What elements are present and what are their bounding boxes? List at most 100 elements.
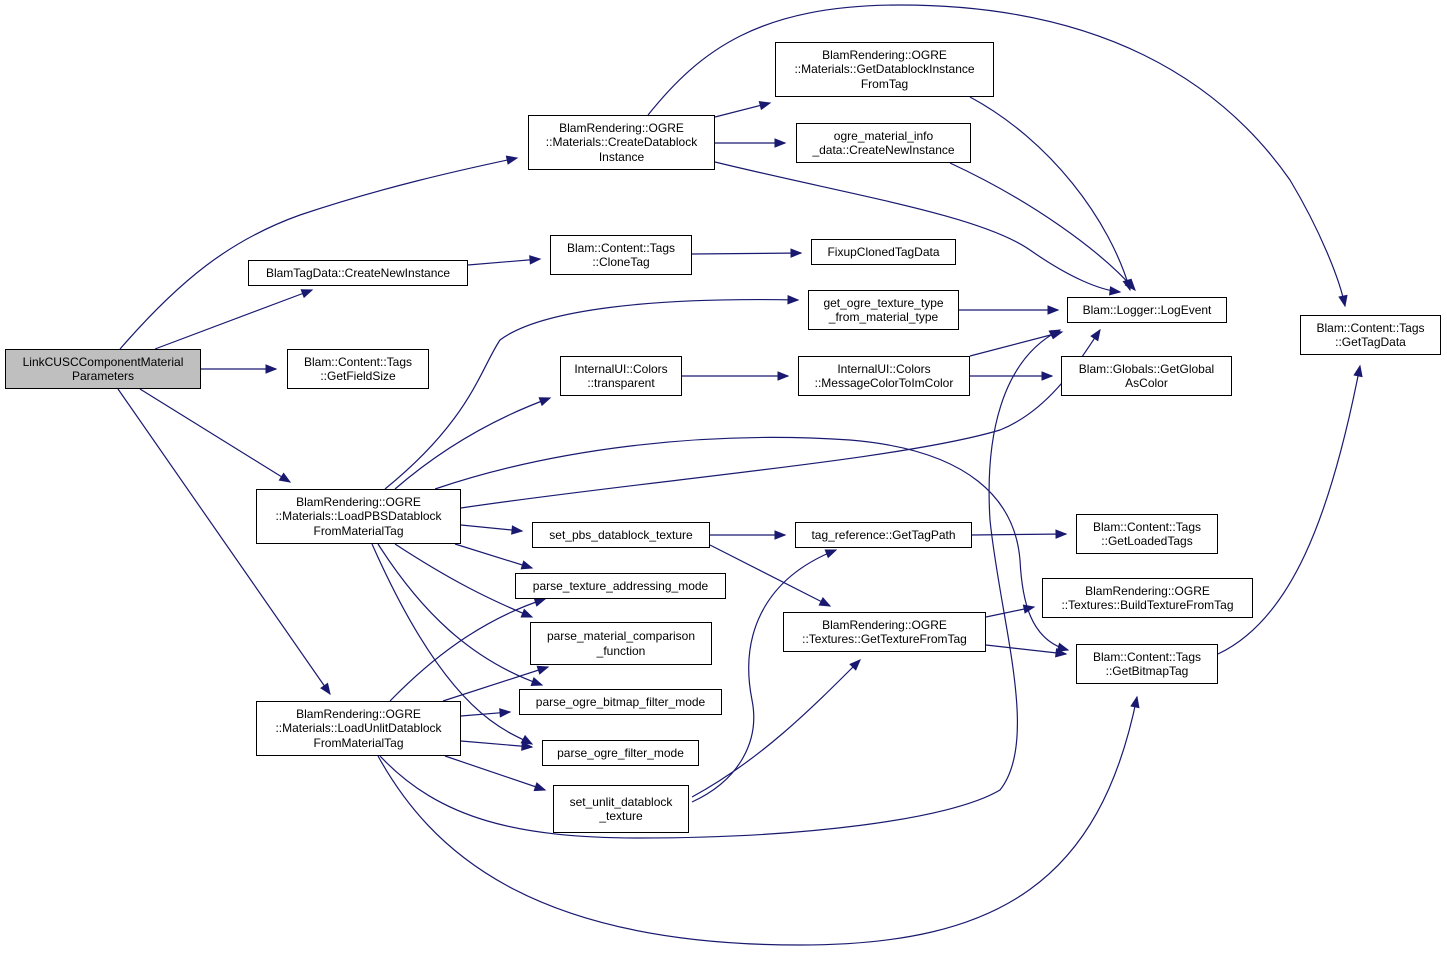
edge-loadUnlit-cmpFunc (442, 666, 549, 702)
edge-loadPbs-texType-arrowhead (787, 295, 800, 305)
node-label-line: get_ogre_texture_type (823, 295, 944, 310)
node-blamtagdata-create[interactable]: BlamTagData::CreateNewInstance (248, 260, 468, 286)
node-label-line: InternalUI::Colors (574, 361, 668, 376)
edge-loadUnlit-filterMode (460, 740, 533, 748)
node-get-bitmap-tag[interactable]: Blam::Content::Tags::GetBitmapTag (1076, 644, 1218, 684)
node-get-ogre-texture-type[interactable]: get_ogre_texture_type_from_material_type (808, 290, 959, 330)
node-clone-tag[interactable]: Blam::Content::Tags::CloneTag (550, 235, 692, 275)
edge-root-fieldSize-arrowhead (265, 364, 278, 374)
edge-setPbs-tagPath-arrowhead (774, 530, 787, 540)
node-set-pbs-datablock-texture[interactable]: set_pbs_datablock_texture (532, 522, 710, 548)
edge-loadUnlit-logEvent (379, 329, 1061, 839)
node-log-event[interactable]: Blam::Logger::LogEvent (1067, 297, 1227, 323)
edge-setUnlit-getTex (691, 659, 861, 798)
edge-loadUnlit-filterMode-arrowhead (521, 741, 534, 751)
node-message-color-to-imcolor[interactable]: InternalUI::Colors::MessageColorToImColo… (798, 356, 970, 396)
edge-setPbs-getTex-arrowhead (818, 597, 832, 607)
edge-loadPbs-texType (384, 298, 799, 490)
node-label-line: BlamRendering::OGRE (822, 47, 947, 62)
node-label-line: ::CloneTag (592, 255, 650, 269)
edge-createDb-logEvent (714, 161, 1121, 293)
edge-cloneTag-fixup (691, 252, 802, 255)
node-create-datablock-instance[interactable]: BlamRendering::OGRE::Materials::CreateDa… (528, 115, 715, 170)
edge-loadUnlit-bmpFilter-arrowhead (499, 708, 512, 718)
edge-root-loadPbs (139, 388, 291, 483)
node-label-line: tag_reference::GetTagPath (811, 527, 956, 542)
node-colors-transparent[interactable]: InternalUI::Colors::transparent (560, 356, 682, 396)
edge-createDb-getDbInst-arrowhead (758, 100, 772, 111)
node-parse-material-comparison[interactable]: parse_material_comparison_function (530, 622, 712, 665)
edge-root-loadPbs-arrowhead (278, 472, 292, 483)
node-label-line: ::GetBitmapTag (1105, 664, 1189, 678)
edge-btdCreate-cloneTag (467, 258, 541, 266)
node-label-line: FixupClonedTagData (827, 244, 940, 259)
edge-setPbs-getTex (709, 544, 831, 607)
node-build-texture-from-tag[interactable]: BlamRendering::OGRE::Textures::BuildText… (1042, 578, 1253, 618)
node-label-line: _texture (599, 809, 643, 823)
node-label-line: Blam::Content::Tags (566, 240, 676, 255)
edge-root-btdCreate (154, 289, 313, 350)
edge-loadPbs-bmpFilter (377, 543, 543, 686)
node-get-loaded-tags[interactable]: Blam::Content::Tags::GetLoadedTags (1076, 514, 1218, 554)
edge-tagPath-loadedTags (971, 533, 1067, 536)
node-get-field-size[interactable]: Blam::Content::Tags::GetFieldSize (287, 349, 429, 389)
edge-getTex-bitmapTag (985, 644, 1067, 655)
node-label-line: ::Textures::GetTextureFromTag (802, 632, 967, 646)
edge-loadPbs-cmpFunc (394, 543, 533, 618)
node-label-line: _function (596, 643, 646, 658)
node-label-line: _data::CreateNewInstance (812, 143, 955, 157)
edge-loadUnlit-cmpFunc-arrowhead (536, 665, 550, 675)
node-set-unlit-datablock-texture[interactable]: set_unlit_datablock_texture (553, 785, 689, 833)
edge-createDb-omiCreate-arrowhead (774, 138, 787, 148)
node-label-line: AsColor (1125, 376, 1168, 390)
edge-btdCreate-cloneTag-arrowhead (529, 255, 542, 265)
node-get-texture-from-tag[interactable]: BlamRendering::OGRE::Textures::GetTextur… (783, 612, 986, 652)
node-label-line: ::transparent (587, 376, 655, 390)
edge-texType-logEvent-arrowhead (1047, 305, 1060, 315)
edge-loadPbs-transparent-arrowhead (538, 397, 552, 407)
node-parse-bitmap-filter-mode[interactable]: parse_ogre_bitmap_filter_mode (519, 689, 722, 715)
node-label-line: BlamRendering::OGRE (822, 617, 947, 632)
node-label-line: Blam::Logger::LogEvent (1082, 302, 1212, 317)
edge-loadUnlit-setUnlit (444, 755, 546, 791)
edge-loadUnlit-addrMode (389, 598, 546, 702)
edge-loadPbs-bmpFilter-arrowhead (530, 677, 544, 686)
edge-omiCreate-logEvent (949, 162, 1136, 291)
node-label-line: parse_ogre_bitmap_filter_mode (535, 694, 706, 709)
node-parse-texture-addressing[interactable]: parse_texture_addressing_mode (515, 573, 726, 599)
edge-loadUnlit-bitmapTag (377, 696, 1138, 946)
edge-getTex-bitmapTag-arrowhead (1055, 648, 1068, 658)
edge-loadPbs-setPbs-arrowhead (511, 525, 524, 535)
node-label-line: FromMaterialTag (313, 523, 404, 538)
node-load-unlit-datablock[interactable]: BlamRendering::OGRE::Materials::LoadUnli… (256, 701, 461, 756)
node-label-line: ::Textures::BuildTextureFromTag (1061, 598, 1234, 612)
node-load-pbs-datablock[interactable]: BlamRendering::OGRE::Materials::LoadPBSD… (256, 489, 461, 544)
node-label-line: ::GetLoadedTags (1101, 534, 1193, 548)
edge-root-loadUnlit (117, 388, 331, 695)
node-get-tag-path[interactable]: tag_reference::GetTagPath (795, 522, 972, 548)
edge-createDb-logEvent-arrowhead (1109, 286, 1122, 296)
edge-msgColor-logEvent (969, 331, 1063, 357)
node-fixup-cloned-tag-data[interactable]: FixupClonedTagData (811, 239, 956, 265)
edge-loadPbs-logEvent-arrowhead (1090, 328, 1101, 342)
node-ogre-material-info-create[interactable]: ogre_material_info_data::CreateNewInstan… (796, 123, 971, 163)
node-label-line: FromTag (860, 76, 909, 91)
edge-loadUnlit-bitmapTag-arrowhead (1130, 695, 1140, 709)
node-label-line: ::Materials::CreateDatablock (545, 135, 698, 150)
node-label-line: BlamRendering::OGRE (296, 494, 421, 509)
edge-transparent-msgColor-arrowhead (777, 371, 790, 381)
node-label-line: BlamRendering::OGRE (559, 120, 684, 135)
edge-loadUnlit-logEvent-arrowhead (1048, 329, 1062, 340)
edge-getDbInst-logEvent (969, 96, 1131, 291)
node-get-tag-data[interactable]: Blam::Content::Tags::GetTagData (1300, 315, 1441, 355)
node-label-line: Blam::Content::Tags (303, 354, 413, 369)
node-get-datablock-instance[interactable]: BlamRendering::OGRE::Materials::GetDatab… (775, 42, 994, 97)
node-label-line: BlamRendering::OGRE (296, 706, 421, 721)
node-label-line: parse_ogre_filter_mode (557, 745, 684, 760)
node-label-line: set_pbs_datablock_texture (549, 527, 693, 542)
edge-bitmapTag-tagData (1217, 365, 1361, 655)
node-parse-filter-mode[interactable]: parse_ogre_filter_mode (542, 740, 699, 766)
node-label-line: Blam::Globals::GetGlobal (1078, 361, 1215, 376)
